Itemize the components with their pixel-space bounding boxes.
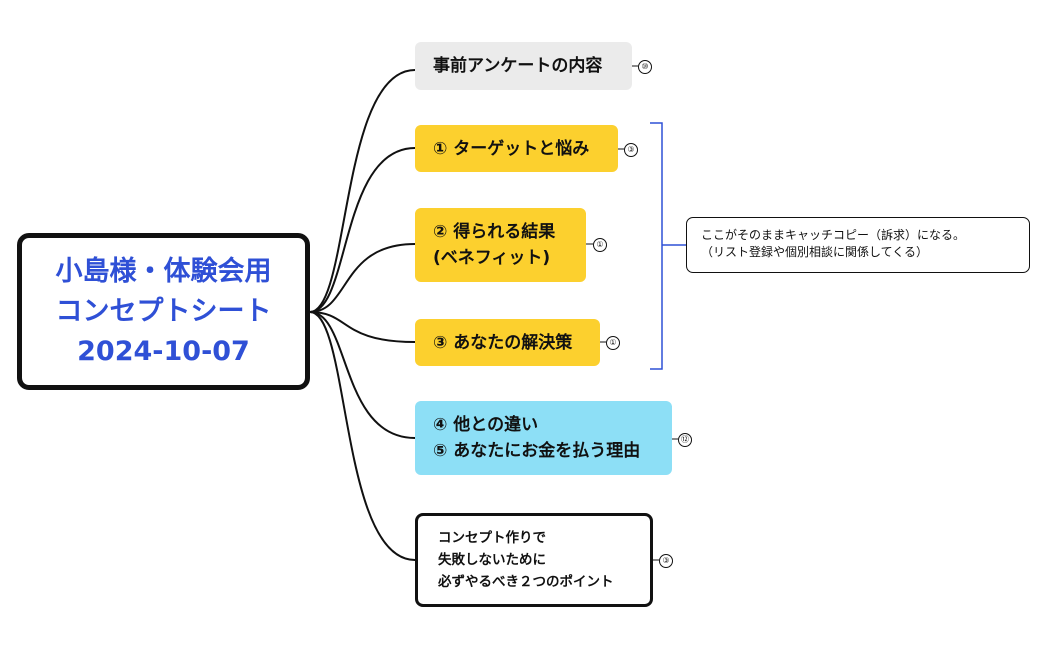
central-topic-title: 小島様・体験会用: [55, 255, 272, 287]
connector-line: [309, 311, 416, 343]
branch-label: 事前アンケートの内容: [433, 56, 603, 76]
summary-note[interactable]: ここがそのままキャッチコピー（訴求）になる。 （リスト登録や個別相談に関係してく…: [686, 217, 1030, 273]
summary-note-text: （リスト登録や個別相談に関係してくる）: [701, 245, 929, 259]
summary-bracket: [650, 122, 663, 370]
branch-count-badge[interactable]: ⑩: [638, 60, 652, 74]
connector-line: [309, 243, 416, 313]
summary-note-text: ここがそのままキャッチコピー（訴求）になる。: [701, 228, 966, 242]
branch-count-badge[interactable]: ③: [659, 554, 673, 568]
branch-label: ⑤ あなたにお金を払う理由: [433, 441, 641, 461]
branch-label: ① ターゲットと悩み: [433, 138, 590, 159]
branch-points[interactable]: コンセプト作りで 失敗しないために 必ずやるべき２つのポイント: [415, 513, 653, 607]
branch-label: 失敗しないために: [438, 552, 546, 568]
central-topic-subtitle: コンセプトシート: [55, 295, 272, 327]
central-topic-date: 2024-10-07: [77, 335, 250, 367]
central-topic[interactable]: 小島様・体験会用 コンセプトシート 2024-10-07: [17, 233, 310, 390]
branch-count-badge[interactable]: ①: [593, 238, 607, 252]
connector-line: [309, 311, 416, 439]
branch-survey[interactable]: 事前アンケートの内容: [415, 42, 632, 90]
branch-label: コンセプト作りで: [438, 530, 546, 546]
branch-label: ③ あなたの解決策: [433, 332, 573, 353]
connector-line: [309, 69, 416, 313]
branch-count-badge[interactable]: ①: [606, 336, 620, 350]
branch-benefit[interactable]: ② 得られる結果 (ベネフィット): [415, 208, 586, 282]
branch-label: ② 得られる結果: [433, 222, 556, 242]
branch-label: ④ 他との違い: [433, 415, 539, 435]
connector-line: [309, 311, 416, 561]
branch-difference[interactable]: ④ 他との違い ⑤ あなたにお金を払う理由: [415, 401, 672, 475]
branch-count-badge[interactable]: ⑫: [678, 433, 692, 447]
branch-label: 必ずやるべき２つのポイント: [438, 574, 614, 590]
branch-label: (ベネフィット): [433, 248, 551, 268]
branch-solution[interactable]: ③ あなたの解決策: [415, 319, 600, 366]
branch-target[interactable]: ① ターゲットと悩み: [415, 125, 618, 172]
branch-count-badge[interactable]: ③: [624, 143, 638, 157]
connector-line: [309, 147, 416, 313]
